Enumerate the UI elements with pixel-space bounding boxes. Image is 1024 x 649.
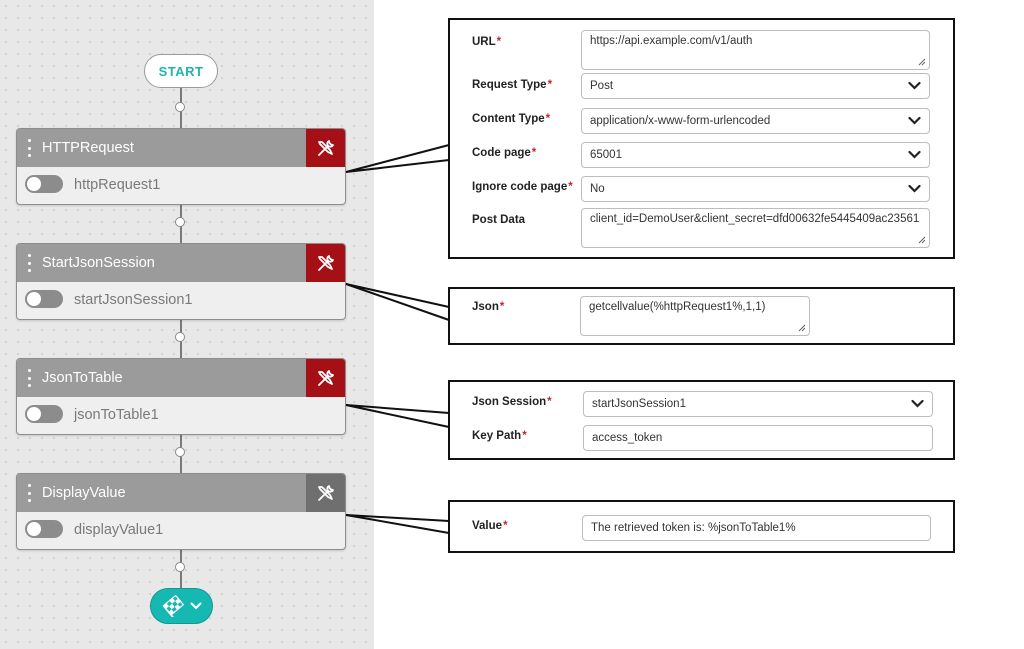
end-node-button[interactable]	[150, 588, 213, 624]
node-body: displayValue1	[17, 512, 345, 549]
url-input[interactable]: https://api.example.com/v1/auth	[581, 30, 930, 70]
connector-handle[interactable]	[175, 332, 185, 342]
node-enable-toggle[interactable]	[25, 290, 63, 308]
json-session-label: Json Session*	[472, 396, 552, 408]
configure-tools-button[interactable]	[306, 129, 345, 167]
post-data-label: Post Data	[472, 214, 526, 226]
node-instance-name: startJsonSession1	[74, 292, 193, 308]
node-header[interactable]: HTTPRequest	[17, 129, 345, 167]
resize-grip-icon[interactable]	[918, 58, 926, 66]
connector-handle[interactable]	[175, 562, 185, 572]
chevron-down-icon	[911, 399, 924, 408]
flow-canvas[interactable]	[0, 0, 374, 649]
start-node[interactable]: START	[144, 54, 218, 88]
node-title: DisplayValue	[42, 485, 126, 501]
connector-handle[interactable]	[175, 102, 185, 112]
chevron-down-icon	[908, 81, 921, 90]
url-label: URL*	[472, 36, 502, 48]
json-input[interactable]: getcellvalue(%httpRequest1%,1,1)	[580, 296, 810, 336]
resize-grip-icon[interactable]	[918, 236, 926, 244]
drag-handle-icon[interactable]	[28, 484, 32, 502]
http-request-config-panel: URL* https://api.example.com/v1/auth Req…	[448, 18, 955, 259]
resize-grip-icon[interactable]	[798, 324, 806, 332]
node-title: HTTPRequest	[42, 140, 134, 156]
drag-handle-icon[interactable]	[28, 369, 32, 387]
post-data-input[interactable]: client_id=DemoUser&client_secret=dfd0063…	[581, 208, 930, 248]
request-type-select[interactable]: Post	[581, 73, 930, 99]
tools-icon	[317, 140, 334, 156]
chevron-down-icon	[190, 602, 201, 610]
value-input[interactable]: The retrieved token is: %jsonToTable1%	[582, 515, 931, 541]
configure-tools-button[interactable]	[306, 244, 345, 282]
flow-node-display-value[interactable]: DisplayValue displayValue1	[16, 473, 346, 550]
code-page-label: Code page*	[472, 147, 537, 159]
json-to-table-config-panel: Json Session* startJsonSession1 Key Path…	[448, 380, 955, 460]
key-path-input[interactable]: access_token	[583, 425, 933, 451]
node-body: httpRequest1	[17, 167, 345, 204]
ignore-code-page-select[interactable]: No	[581, 176, 930, 202]
node-enable-toggle[interactable]	[25, 520, 63, 538]
node-instance-name: jsonToTable1	[74, 407, 159, 423]
connector-handle[interactable]	[175, 447, 185, 457]
chevron-down-icon	[908, 184, 921, 193]
drag-handle-icon[interactable]	[28, 254, 32, 272]
checkered-flag-icon	[162, 595, 184, 617]
flow-node-json-to-table[interactable]: JsonToTable jsonToTable1	[16, 358, 346, 435]
configure-tools-button[interactable]	[306, 359, 345, 397]
value-label: Value*	[472, 520, 508, 532]
tools-icon	[317, 255, 334, 271]
content-type-select[interactable]: application/x-www-form-urlencoded	[581, 108, 930, 134]
json-label: Json*	[472, 301, 505, 313]
json-session-select[interactable]: startJsonSession1	[583, 391, 933, 417]
tools-icon	[317, 370, 334, 386]
display-value-config-panel: Value* The retrieved token is: %jsonToTa…	[448, 500, 955, 553]
chevron-down-icon	[908, 116, 921, 125]
chevron-down-icon	[908, 150, 921, 159]
node-header[interactable]: JsonToTable	[17, 359, 345, 397]
connector-handle[interactable]	[175, 217, 185, 227]
start-label: START	[158, 63, 204, 79]
node-body: jsonToTable1	[17, 397, 345, 434]
start-json-session-config-panel: Json* getcellvalue(%httpRequest1%,1,1)	[448, 287, 955, 345]
request-type-label: Request Type*	[472, 79, 553, 91]
key-path-label: Key Path*	[472, 430, 527, 442]
configure-tools-button[interactable]	[306, 474, 345, 512]
tools-icon	[317, 485, 334, 501]
node-instance-name: displayValue1	[74, 522, 164, 538]
flow-node-http-request[interactable]: HTTPRequest httpRequest1	[16, 128, 346, 205]
ignore-code-page-label: Ignore code page*	[472, 181, 573, 193]
node-header[interactable]: DisplayValue	[17, 474, 345, 512]
node-enable-toggle[interactable]	[25, 405, 63, 423]
content-type-label: Content Type*	[472, 113, 551, 125]
node-title: StartJsonSession	[42, 255, 155, 271]
code-page-select[interactable]: 65001	[581, 142, 930, 168]
node-title: JsonToTable	[42, 370, 123, 386]
drag-handle-icon[interactable]	[28, 139, 32, 157]
node-body: startJsonSession1	[17, 282, 345, 319]
node-header[interactable]: StartJsonSession	[17, 244, 345, 282]
node-enable-toggle[interactable]	[25, 175, 63, 193]
node-instance-name: httpRequest1	[74, 177, 161, 193]
flow-node-start-json-session[interactable]: StartJsonSession startJsonSession1	[16, 243, 346, 320]
